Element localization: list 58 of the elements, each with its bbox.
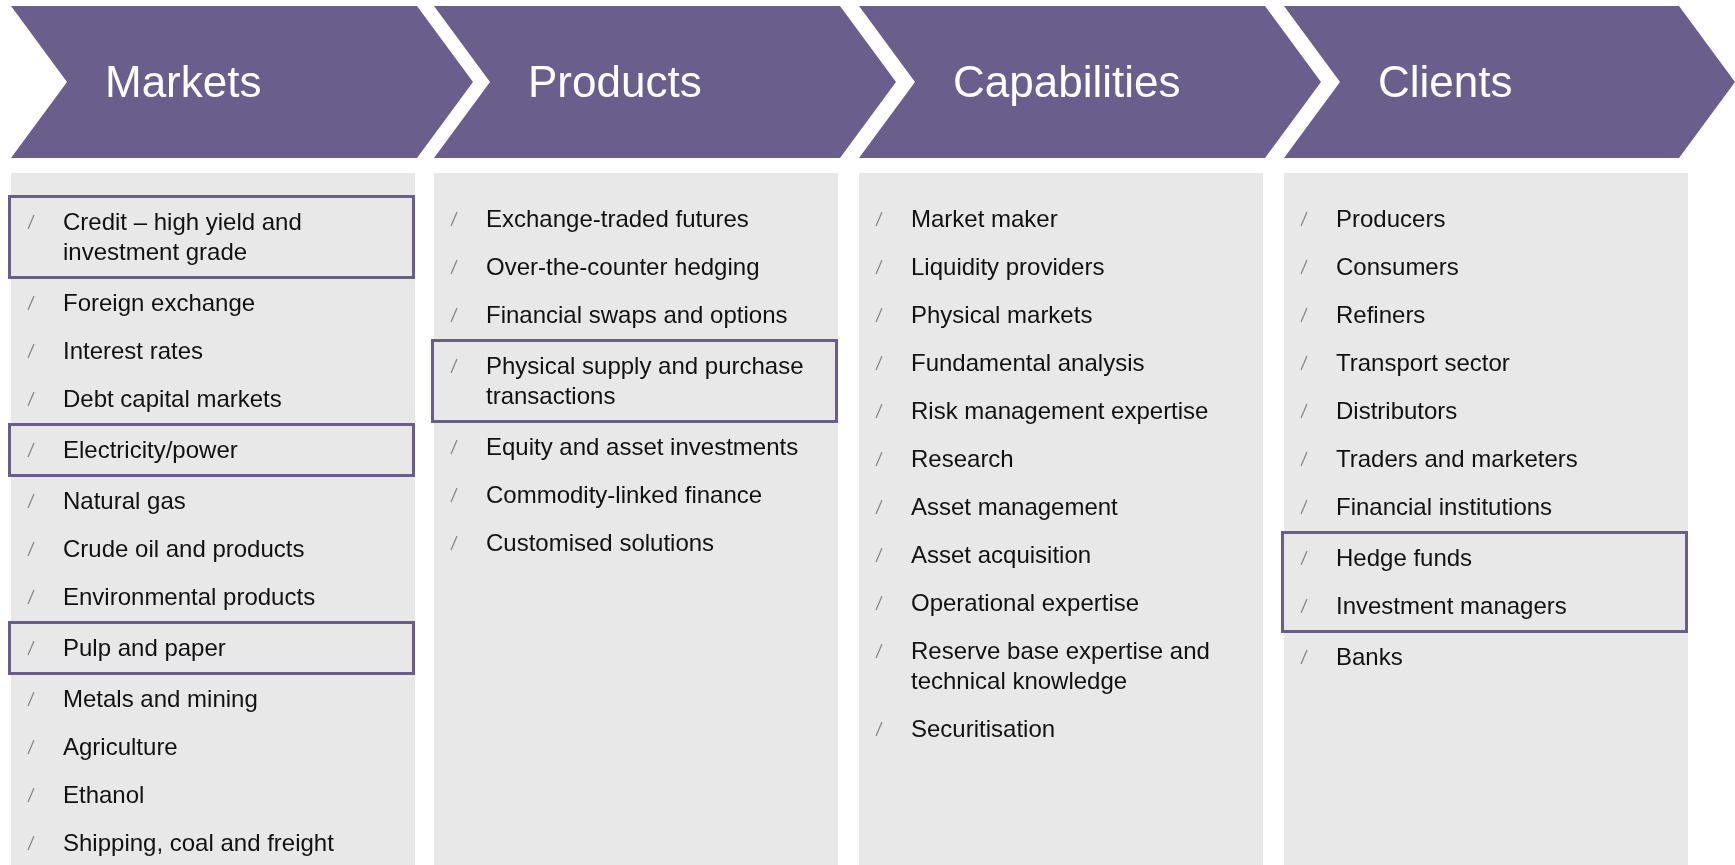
list-item-text: Transport sector	[1336, 348, 1510, 378]
list-item-text: Foreign exchange	[63, 288, 256, 318]
list-item-text: Operational expertise	[911, 588, 1140, 618]
highlight-box	[431, 339, 838, 423]
header-text: Products	[528, 56, 702, 108]
list-item-text: Consumers	[1336, 252, 1459, 282]
list-item-text: Pulp and paper	[63, 633, 226, 663]
list-item-text: Agriculture	[63, 732, 178, 762]
list-item-text: Shipping, coal and freight	[63, 828, 334, 858]
list-item-text: Distributors	[1336, 396, 1458, 426]
list-item-text: Crude oil and products	[63, 534, 305, 564]
list-item-text: Traders and marketers	[1336, 444, 1578, 474]
list-item-text: Liquidity providers	[911, 252, 1105, 282]
list-item-text: Securitisation	[911, 714, 1056, 744]
list-item-text: Producers	[1336, 204, 1446, 234]
header-text: Capabilities	[953, 56, 1181, 108]
list-item-text: Physical supply and purchase transactions	[486, 351, 805, 411]
list-item-text: Market maker	[911, 204, 1058, 234]
chevron-header	[11, 6, 473, 158]
list-panel	[1284, 173, 1688, 865]
list-item-text: Natural gas	[63, 486, 186, 516]
list-item-text: Over-the-counter hedging	[486, 252, 760, 282]
list-item-text: Equity and asset investments	[486, 432, 799, 462]
list-item-text: Reserve base expertise and technical knowledge	[911, 636, 1211, 696]
list-item-text: Environmental products	[63, 582, 316, 612]
list-item-text: Investment managers	[1336, 591, 1567, 621]
header-text: Markets	[105, 56, 262, 108]
list-item-text: Metals and mining	[63, 684, 258, 714]
list-item-text: Hedge funds	[1336, 543, 1473, 573]
list-item-text: Risk management expertise	[911, 396, 1209, 426]
list-item-text: Electricity/power	[63, 435, 238, 465]
header-text: Clients	[1378, 56, 1513, 108]
list-item-text: Commodity-linked finance	[486, 480, 763, 510]
list-item-text: Financial institutions	[1336, 492, 1553, 522]
chevron-header	[859, 6, 1321, 158]
highlight-box	[1281, 531, 1688, 633]
list-item-text: Banks	[1336, 642, 1403, 672]
list-item-text: Fundamental analysis	[911, 348, 1145, 378]
chevron-header	[434, 6, 896, 158]
list-item-text: Refiners	[1336, 300, 1426, 330]
list-item-text: Debt capital markets	[63, 384, 282, 414]
list-item-text: Interest rates	[63, 336, 204, 366]
list-panel	[859, 173, 1263, 865]
list-item-text: Credit – high yield and investment grade	[63, 207, 303, 267]
list-item-text: Customised solutions	[486, 528, 715, 558]
list-item-text: Financial swaps and options	[486, 300, 788, 330]
list-panel	[434, 173, 838, 865]
list-item-text: Exchange-traded futures	[486, 204, 749, 234]
list-item-text: Physical markets	[911, 300, 1093, 330]
list-item-text: Asset acquisition	[911, 540, 1092, 570]
highlight-box	[8, 195, 415, 279]
list-item-text: Research	[911, 444, 1014, 474]
list-item-text: Asset management	[911, 492, 1118, 522]
chevron-header	[1284, 6, 1735, 158]
list-panel	[11, 173, 415, 865]
list-item-text: Ethanol	[63, 780, 145, 810]
highlight-box	[8, 621, 415, 675]
highlight-box	[8, 423, 415, 477]
